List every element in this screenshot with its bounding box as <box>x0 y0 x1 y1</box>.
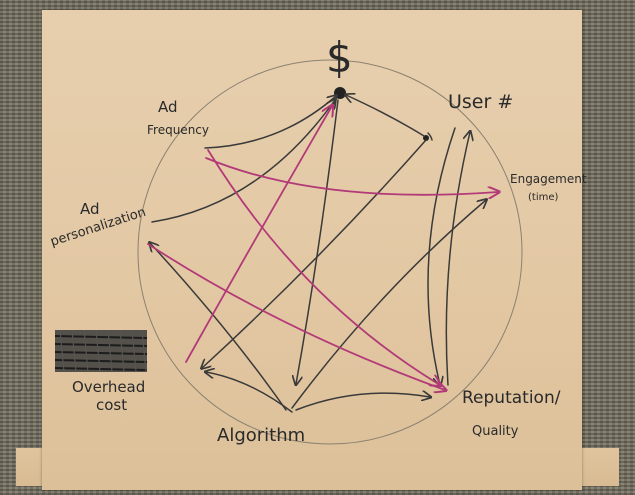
money-label: $ <box>326 33 353 82</box>
ink-arrows <box>150 95 486 413</box>
edge-personalization-to-money <box>151 100 335 223</box>
edge-algorithm-to-engagement <box>291 200 486 409</box>
overhead-sublabel: cost <box>96 396 127 414</box>
edge-user-to-money <box>346 95 425 137</box>
outer-circle <box>137 59 523 445</box>
edge-algorithm-to-personalization <box>150 243 287 411</box>
edge-user-to-overhead <box>202 139 427 368</box>
edge-reputation-to-user <box>445 132 470 386</box>
ad-personalization-label: Ad <box>80 200 100 218</box>
edge-user-to-reputation <box>427 127 456 385</box>
magenta-edge-overhead-to-money <box>185 106 332 363</box>
magenta-arrows <box>147 106 498 390</box>
overhead-label: Overhead <box>72 378 145 396</box>
user-count-label: User # <box>448 91 513 113</box>
magenta-edge-personalization-to-reputation <box>147 243 445 390</box>
edge-money-to-algorithm <box>296 99 339 384</box>
engagement-label: Engagement <box>510 172 587 186</box>
engagement-sublabel: (time) <box>528 192 558 203</box>
algorithm-label: Algorithm <box>217 425 305 446</box>
edge-algorithm-to-reputation <box>295 393 430 411</box>
scribbled-out-text <box>54 329 148 373</box>
reputation-label: Reputation/ <box>462 388 561 408</box>
magenta-edge-frequency-to-reputation <box>207 149 440 385</box>
ad-frequency-label: Ad <box>158 98 178 116</box>
money-node-dot <box>334 87 346 99</box>
edge-frequency-to-money <box>204 96 336 149</box>
brown-paper-sheet <box>42 10 582 490</box>
user-node-tick <box>427 132 433 141</box>
edge-algorithm-to-overhead <box>206 372 293 413</box>
reputation-sublabel: Quality <box>472 424 519 439</box>
ad-frequency-sublabel: Frequency <box>147 123 209 137</box>
magenta-edge-frequency-to-engagement <box>205 157 498 195</box>
